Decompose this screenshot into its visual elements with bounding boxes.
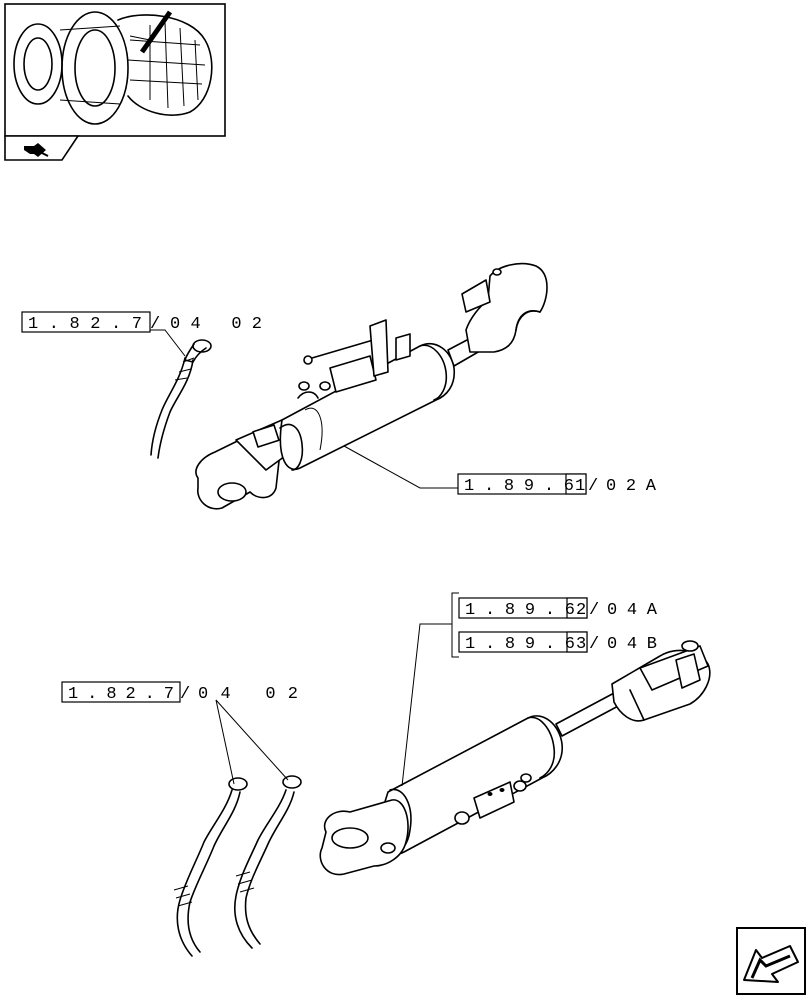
callout-separator: / xyxy=(150,315,160,334)
callout-bottom-cylinder-a[interactable]: 1.89.6 2 / 04A xyxy=(458,597,658,620)
callout-separator: / xyxy=(589,601,599,620)
top-lift-cylinder xyxy=(195,262,548,510)
bottom-lift-cylinder xyxy=(319,640,711,876)
bottom-hydraulic-pipes xyxy=(173,775,302,957)
callout-top-pipe[interactable]: 1.82.7 / 04 02 xyxy=(21,311,262,334)
callout-bottom-cylinder-b[interactable]: 1.89.6 3 / 04B xyxy=(458,631,657,654)
next-page-button[interactable] xyxy=(736,927,806,995)
navigation-arrow-icon xyxy=(24,143,49,157)
top-hydraulic-pipe xyxy=(150,339,212,459)
callout-suffix: 04B xyxy=(607,635,657,654)
next-page-arrow-icon xyxy=(743,945,799,983)
callout-sub: 2 xyxy=(576,601,586,620)
callout-top-cylinder[interactable]: 1.89.6 1 / 02A xyxy=(457,473,657,496)
callout-separator: / xyxy=(180,685,190,704)
callout-sub: 1 xyxy=(575,477,585,496)
thumbnail-tab[interactable] xyxy=(4,135,80,161)
callout-suffix: 04A xyxy=(607,601,658,620)
callout-suffix: 04 02 xyxy=(198,685,298,704)
callout-suffix: 04 02 xyxy=(170,315,262,334)
callout-suffix: 02A xyxy=(606,477,657,496)
callout-separator: / xyxy=(589,635,599,654)
callout-bottom-pipes[interactable]: 1.82.7 / 04 02 xyxy=(61,681,298,704)
tractor-thumbnail[interactable] xyxy=(4,3,226,137)
callout-separator: / xyxy=(588,477,598,496)
callout-sub: 3 xyxy=(576,635,586,654)
leader-lines xyxy=(150,329,459,787)
